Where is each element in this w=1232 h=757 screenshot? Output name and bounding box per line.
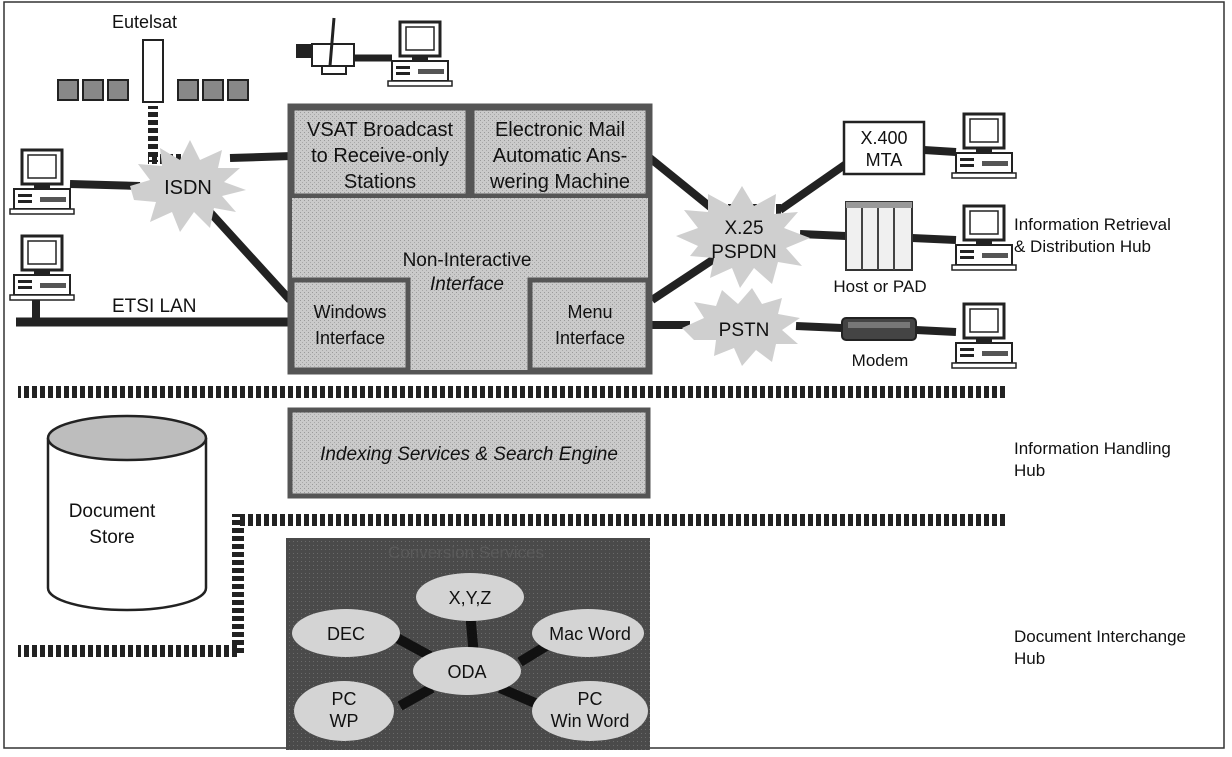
host-label: Host or PAD [833, 277, 926, 296]
satellite-icon [57, 39, 249, 103]
central-system-box [287, 103, 653, 375]
windows-line2: Interface [315, 328, 385, 348]
xyz-node [416, 573, 524, 621]
oda-node [413, 647, 521, 695]
mta-line2: MTA [866, 150, 903, 170]
menu-line1: Menu [567, 302, 612, 322]
dec-label: DEC [327, 624, 365, 644]
hub-divider-1 [18, 386, 1008, 398]
retrieval-hub-line2: & Distribution Hub [1014, 237, 1152, 256]
email-line1: Electronic Mail [495, 119, 625, 141]
vsat-broadcast-box [289, 105, 471, 199]
document-store-line1: Document [69, 501, 156, 522]
connection-lines [16, 54, 957, 336]
top-computer-icon [386, 20, 454, 88]
interchange-hub-line2: Hub [1014, 649, 1046, 668]
modem-computer-icon [950, 302, 1018, 370]
mac-word-node [532, 609, 644, 657]
oda-label: ODA [447, 662, 486, 682]
pc-wp-node [294, 681, 394, 741]
vsat-line2: to Receive-only [311, 145, 449, 167]
dec-node [292, 609, 400, 657]
pc-win-word-line1: PC [577, 689, 602, 709]
menu-interface-box [527, 277, 651, 373]
isdn-cloud: ISDN [130, 140, 246, 232]
pc-win-word-line2: Win Word [551, 711, 630, 731]
indexing-label: Indexing Services & Search Engine [320, 444, 618, 465]
indexing-box [287, 407, 651, 499]
lan-computer-icon [8, 234, 76, 302]
modem-icon [841, 317, 917, 341]
menu-line2: Interface [555, 328, 625, 348]
mac-word-label: Mac Word [549, 624, 631, 644]
handling-hub-line2: Hub [1014, 461, 1046, 480]
interchange-hub-label: Document Interchange Hub [1014, 626, 1186, 670]
hub-divider-2 [240, 514, 1008, 526]
handling-hub-label: Information Handling Hub [1014, 438, 1171, 482]
vsat-line3: Stations [344, 171, 416, 193]
mta-line1: X.400 [860, 128, 907, 148]
email-answering-box [469, 105, 651, 199]
non-interactive-line1: Non-Interactive [403, 250, 532, 271]
retrieval-hub-label: Information Retrieval & Distribution Hub [1014, 214, 1171, 258]
lan-label: ETSI LAN [112, 296, 196, 317]
pc-wp-line1: PC [331, 689, 356, 709]
mta-box: X.400 MTA [842, 120, 926, 176]
x25-label-line2: PSPDN [711, 242, 776, 263]
host-cabinet-icon [845, 201, 913, 271]
email-line2: Automatic Ans- [493, 145, 628, 167]
pc-win-word-node [532, 681, 648, 741]
pstn-cloud: PSTN [682, 288, 800, 366]
windows-line1: Windows [313, 302, 386, 322]
interchange-hub-line1: Document Interchange [1014, 627, 1186, 646]
isdn-label: ISDN [164, 177, 212, 199]
x25-cloud: X.25 PSPDN [676, 186, 810, 288]
isdn-computer-icon [8, 148, 76, 216]
xyz-label: X,Y,Z [449, 588, 492, 608]
conversion-title: Conversion Services [388, 543, 544, 562]
modem-label: Modem [852, 351, 909, 370]
non-interactive-line2: Interface [430, 274, 504, 295]
document-store-line2: Store [89, 527, 134, 548]
email-line3: wering Machine [489, 171, 630, 193]
retrieval-hub-line1: Information Retrieval [1014, 215, 1171, 234]
satellite-label: Eutelsat [112, 12, 177, 32]
host-computer-icon [950, 204, 1018, 272]
pstn-label: PSTN [719, 320, 770, 341]
windows-interface-box [289, 277, 411, 373]
pc-wp-line2: WP [330, 711, 359, 731]
vsat-line1: VSAT Broadcast [307, 119, 453, 141]
hub-divider-2-bottom [18, 645, 238, 657]
conversion-services-box: Conversion Services X,Y,Z DEC Mac Word O… [286, 538, 650, 750]
hub-divider-2-vertical [232, 514, 244, 656]
printer-icon [296, 17, 355, 75]
x25-label-line1: X.25 [724, 218, 763, 239]
cylinder-icon [46, 414, 208, 612]
mta-computer-icon [950, 112, 1018, 180]
handling-hub-line1: Information Handling [1014, 439, 1171, 458]
